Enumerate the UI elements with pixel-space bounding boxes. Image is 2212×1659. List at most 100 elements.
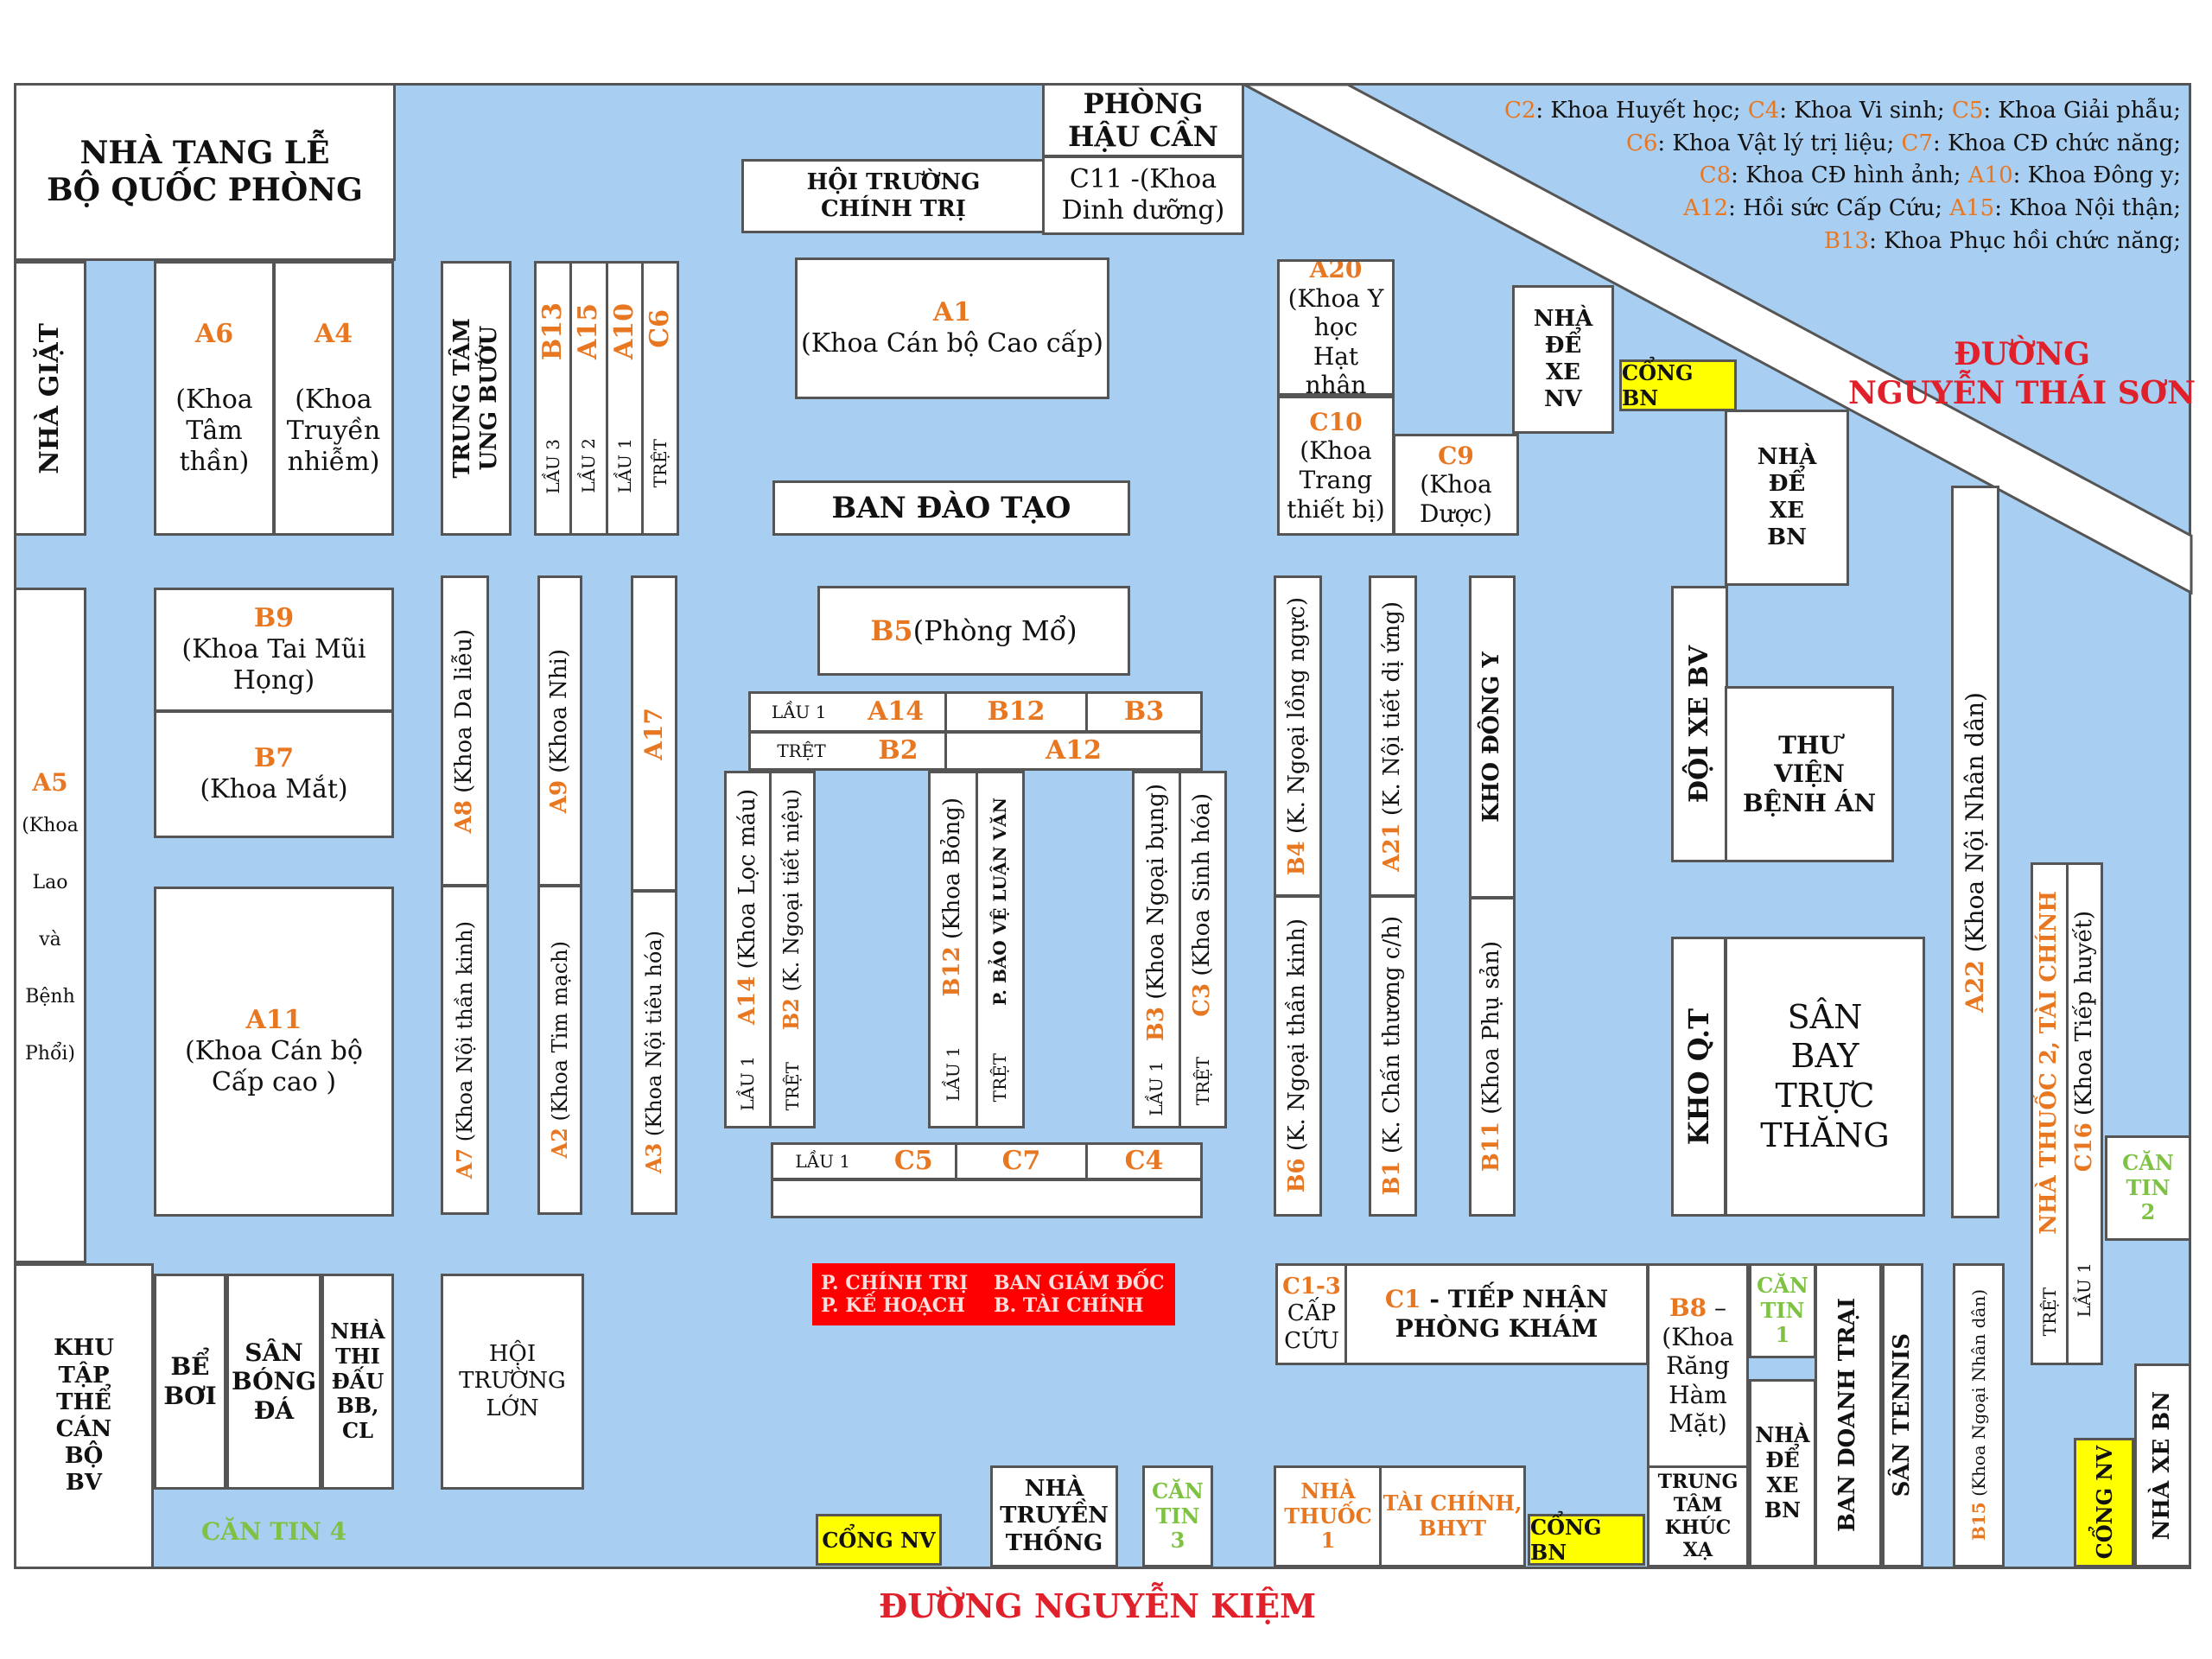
building-ban-dao-tao[interactable]: BAN ĐÀO TẠO — [772, 480, 1130, 536]
section-nha-thuoc2: NHÀ THUỐC 2, TÀI CHÍNH TRỆT — [2033, 865, 2069, 1363]
label-tret: TRỆT — [649, 438, 671, 488]
label-can-tin-4[interactable]: CĂN TIN 4 — [200, 1517, 347, 1546]
label-b-tai-chinh: B. TÀI CHÍNH — [994, 1294, 1144, 1317]
building-doi-xe-bv[interactable]: ĐỘI XE BV — [1671, 586, 1728, 862]
building-nha-xe-bn[interactable]: NHÀ XE BN — [2134, 1363, 2191, 1567]
building-c5-c7-c4[interactable]: LẦU 1 C5 C7 C4 — [771, 1142, 1203, 1180]
desc-a5: (Khoa Lao và Bệnh Phổi) — [22, 814, 79, 1065]
building-a6[interactable]: A6 (Khoa Tâm thần) — [154, 261, 275, 536]
building-c10[interactable]: C10 (Khoa Trang thiết bị) — [1277, 396, 1395, 536]
building-nha-giat[interactable]: NHÀ GIẶT — [14, 261, 86, 536]
building-hoi-truong-chinh-tri[interactable]: HỘI TRƯỜNG CHÍNH TRỊ — [741, 159, 1046, 233]
gate-cong-bn-bottom[interactable]: CỔNG BN — [1528, 1514, 1645, 1566]
building-trung-tam-khuc-xa[interactable]: TRUNG TÂM KHÚC XẠ — [1647, 1465, 1749, 1567]
building-c1-3-cap-cuu[interactable]: C1-3 CẤP CỨU — [1275, 1263, 1348, 1365]
building-a17[interactable]: A17 — [631, 575, 677, 892]
gate-cong-bn-top[interactable]: CỔNG BN — [1619, 359, 1737, 411]
building-b15[interactable]: B15 (Khoa Ngoại Nhân dân) — [1953, 1263, 2005, 1567]
building-a14-b2-wing[interactable]: A14 (Khoa Lọc máu) LẦU 1 B2 (K. Ngoại ti… — [724, 771, 816, 1128]
building-nha-thuoc-1[interactable]: NHÀ THUỐC 1 — [1274, 1465, 1382, 1567]
building-san-bong-da[interactable]: SÂN BÓNG ĐÁ — [226, 1274, 321, 1490]
building-nha-de-xe-bn-top[interactable]: NHÀ ĐỂ XE BN — [1725, 410, 1849, 586]
building-b12-wing[interactable]: B12 (Khoa Bỏng) LẦU 1 P. BẢO VỆ LUẬN VĂN… — [928, 771, 1025, 1128]
label-lau3: LẦU 3 — [543, 439, 564, 494]
building-hoi-truong-lon[interactable]: HỘI TRƯỜNG LỚN — [441, 1274, 584, 1490]
label-a14-wing: A14 (Khoa Lọc máu) — [734, 788, 760, 1025]
legend-line-1: C2: Khoa Huyết học; C4: Khoa Vi sinh; C5… — [1503, 98, 2181, 124]
label-c3-wing: C3 (Khoa Sinh hóa) — [1189, 793, 1216, 1017]
building-thu-vien-benh-an[interactable]: THƯ VIỆN BỆNH ÁN — [1725, 686, 1894, 862]
code-a1: A1 — [932, 297, 972, 327]
building-b8[interactable]: B8 – (Khoa Răng Hàm Mặt) — [1647, 1263, 1749, 1469]
building-san-bay-truc-thang[interactable]: SÂN BAY TRỰC THĂNG — [1725, 937, 1925, 1217]
building-be-boi[interactable]: BỂ BƠI — [154, 1274, 226, 1490]
building-nha-thi-dau[interactable]: NHÀ THI ĐẤU BB, CL — [321, 1274, 394, 1490]
building-trung-tam-ung-buou[interactable]: TRUNG TÂM UNG BƯỚU — [441, 261, 512, 536]
code-a15: A15 — [573, 302, 604, 359]
building-b5[interactable]: B5 (Phòng Mổ) — [817, 586, 1130, 676]
building-can-tin-2[interactable]: CĂN TIN 2 — [2105, 1135, 2191, 1241]
building-kho-qt[interactable]: KHO Q.T — [1671, 937, 1726, 1217]
building-a11[interactable]: A11 (Khoa Cán bộ Cấp cao ) — [154, 887, 394, 1217]
building-a9[interactable]: A9 (Khoa Nhi) — [537, 575, 582, 887]
building-nha-de-xe-nv[interactable]: NHÀ ĐỂ XE NV — [1512, 285, 1614, 434]
building-c-bar-ground[interactable] — [771, 1179, 1203, 1218]
building-b11[interactable]: B11 (Khoa Phụ sản) — [1469, 897, 1516, 1217]
building-tai-chinh-bhyt[interactable]: TÀI CHÍNH, BHYT — [1379, 1465, 1526, 1567]
label-c16-lau1: LẦU 1 — [2074, 1262, 2095, 1318]
building-a20[interactable]: A20 (Khoa Y học Hạt nhân — [1277, 259, 1395, 396]
building-a21[interactable]: A21 (K. Nội tiết dị ứng) — [1369, 575, 1417, 897]
building-b6[interactable]: B6 (K. Ngoại thần kinh) — [1274, 895, 1322, 1217]
legend: C2: Khoa Huyết học; C4: Khoa Vi sinh; C5… — [1403, 95, 2181, 257]
label-b6: B6 (K. Ngoại thần kinh) — [1284, 918, 1311, 1193]
label-cong-nv-right: CỔNG NV — [2091, 1446, 2117, 1560]
building-a2[interactable]: A2 (Khoa Tim mạch) — [537, 885, 582, 1215]
legend-line-3: C8: Khoa CĐ hình ảnh; A10: Khoa Đông y; — [1699, 162, 2181, 189]
building-can-tin-1[interactable]: CĂN TIN 1 — [1749, 1263, 1816, 1358]
building-b3-c3-wing[interactable]: B3 (Khoa Ngoại bụng) LẦU 1 C3 (Khoa Sinh… — [1132, 771, 1227, 1128]
label-kho-qt: KHO Q.T — [1681, 1007, 1715, 1146]
building-b1[interactable]: B1 (K. Chấn thương c/h) — [1369, 895, 1417, 1217]
building-kho-dong-y[interactable]: KHO ĐÔNG Y — [1469, 575, 1516, 899]
label-ban-giam-doc: BAN GIÁM ĐỐC — [994, 1272, 1165, 1294]
building-ban-giam-doc[interactable]: P. CHÍNH TRỊ BAN GIÁM ĐỐC P. KẾ HOẠCH B.… — [812, 1263, 1175, 1325]
building-c11[interactable]: C11 -(Khoa Dinh dưỡng) — [1042, 156, 1244, 235]
building-a8[interactable]: A8 (Khoa Da liễu) — [441, 575, 489, 887]
building-nha-truyen-thong[interactable]: NHÀ TRUYỀN THỐNG — [990, 1465, 1118, 1567]
desc-a20: (Khoa Y học Hạt nhân — [1287, 283, 1384, 396]
building-can-tin-3[interactable]: CĂN TIN 3 — [1142, 1465, 1213, 1567]
label-b12-lau1: LẦU 1 — [942, 1046, 963, 1102]
building-a4[interactable]: A4 (Khoa Truyền nhiễm) — [273, 261, 394, 536]
label-a7: A7 (Khoa Nội thần kinh) — [451, 920, 477, 1179]
label-c3-tret: TRỆT — [1192, 1057, 1213, 1106]
building-khu-tap-the[interactable]: KHU TẬP THỂ CÁN BỘ BV — [14, 1263, 154, 1569]
building-c9[interactable]: C9 (Khoa Dược) — [1393, 434, 1519, 536]
building-phong-hau-can[interactable]: PHÒNG HẬU CẦN — [1042, 83, 1244, 157]
building-central-tret-bar[interactable]: TRỆT B2 A12 — [748, 731, 1203, 771]
code-c5: C5 — [893, 1146, 933, 1176]
building-b4[interactable]: B4 (K. Ngoại lồng ngực) — [1274, 575, 1322, 897]
building-a1[interactable]: A1 (Khoa Cán bộ Cao cấp) — [795, 257, 1109, 399]
building-central-lau1-bar[interactable]: LẦU 1 A14 B12 B3 — [748, 691, 1203, 733]
building-nha-tang-le[interactable]: NHÀ TANG LỄ BỘ QUỐC PHÒNG — [14, 83, 396, 261]
desc-a6: (Khoa Tâm thần) — [175, 385, 253, 477]
building-nha-de-xe-bn-bottom[interactable]: NHÀ ĐỂ XE BN — [1749, 1379, 1816, 1567]
building-c1-tiep-nhan[interactable]: C1 - TIẾP NHẬN PHÒNG KHÁM — [1344, 1263, 1649, 1365]
building-b13-stack[interactable]: B13 LẦU 3 A15 LẦU 2 A10 LẦU 1 C6 TRỆT — [534, 261, 679, 536]
building-ban-doanh-trai[interactable]: BAN DOANH TRẠI — [1815, 1263, 1882, 1567]
building-san-tennis[interactable]: SÂN TENNIS — [1882, 1263, 1923, 1567]
road-label-nguyen-kiem: ĐƯỜNG NGUYỄN KIỆM — [878, 1586, 1317, 1625]
building-b7[interactable]: B7 (Khoa Mắt) — [154, 710, 394, 838]
building-nha-thuoc2-c16[interactable]: NHÀ THUỐC 2, TÀI CHÍNH TRỆT C16 (Khoa Ti… — [2031, 862, 2103, 1365]
label-nha-xe-bn: NHÀ XE BN — [2149, 1390, 2176, 1541]
label-a3: A3 (Khoa Nội tiêu hóa) — [640, 931, 666, 1174]
gate-cong-nv[interactable]: CỔNG NV — [816, 1514, 942, 1566]
building-a5[interactable]: A5 (Khoa Lao và Bệnh Phổi) — [14, 588, 86, 1263]
gate-cong-nv-right[interactable]: CỔNG NV — [2074, 1438, 2134, 1567]
building-a3[interactable]: A3 (Khoa Nội tiêu hóa) — [631, 890, 677, 1215]
building-b9[interactable]: B9 (Khoa Tai Mũi Họng) — [154, 588, 394, 712]
building-a7[interactable]: A7 (Khoa Nội thần kinh) — [441, 885, 489, 1215]
wing-bao-ve: P. BẢO VỆ LUẬN VĂN TRỆT — [978, 773, 1023, 1126]
label-p-ke-hoach: P. KẾ HOẠCH — [821, 1294, 966, 1317]
building-a22[interactable]: A22 (Khoa Nội Nhân dân) — [1951, 486, 1999, 1218]
